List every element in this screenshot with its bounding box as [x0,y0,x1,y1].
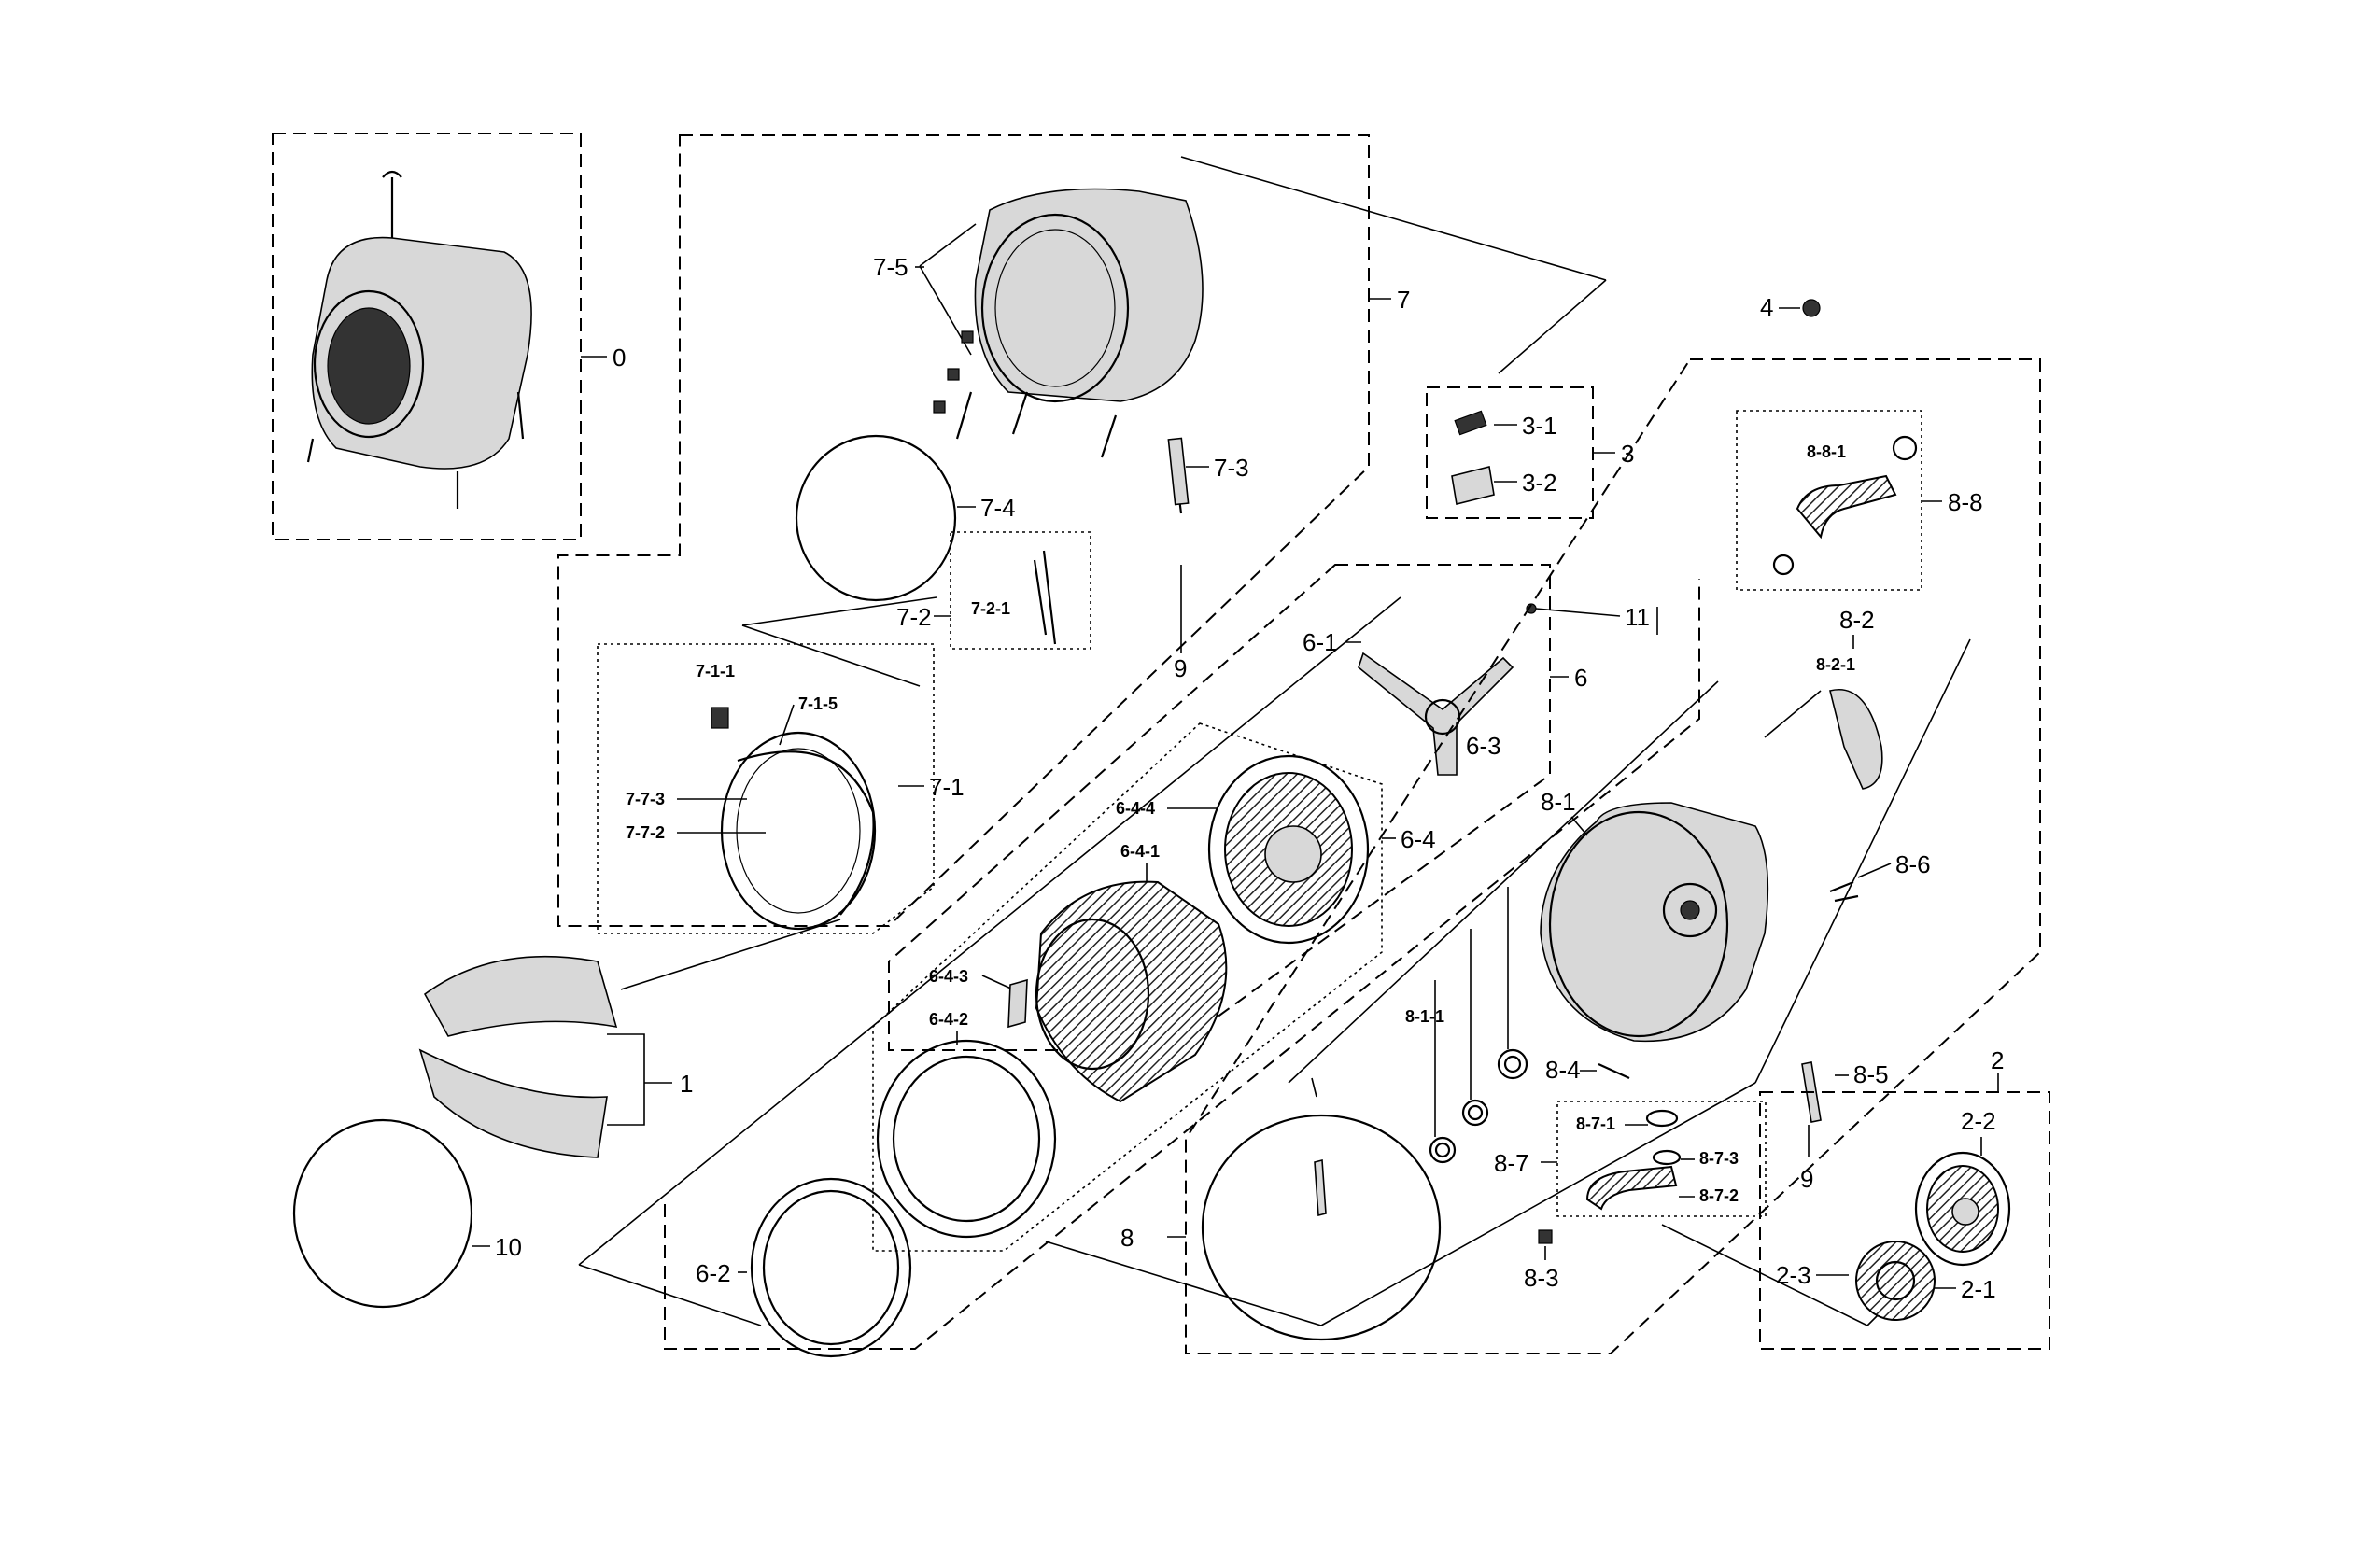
bolt-8-4-illustration [1598,1062,1630,1080]
label-7-2: 7-2 [896,603,932,631]
label-3-2: 3-2 [1522,469,1557,497]
label-2: 2 [1991,1046,2004,1074]
label-7-1-5: 7-1-5 [798,694,838,713]
damper-illustration [1167,437,1190,514]
group-8-rear-tub: 8 8-8 8-8-1 8-2 8-2-1 8-1 8-6 [1045,358,2041,1354]
group-0-assembly: 0 [272,133,626,540]
label-7-1-1: 7-1-1 [696,662,735,680]
label-8-2: 8-2 [1839,606,1875,634]
screw-4-illustration [1802,299,1821,317]
front-cover-illustration [720,731,877,931]
drum-front-ring-illustration [876,1039,1057,1239]
clamp-ring-illustration [292,1118,473,1309]
label-3-1: 3-1 [1522,412,1557,440]
label-11: 11 [1625,603,1650,631]
gasket-8-7-1-illustration [1645,1109,1679,1128]
label-8-1-1: 8-1-1 [1405,1007,1444,1026]
label-7-7-2: 7-7-2 [626,823,665,842]
rear-gasket-illustration [1201,1114,1442,1341]
label-7-1: 7-1 [929,773,965,801]
hose-clamp-illustration [1892,435,1918,461]
spider-illustration [1358,652,1514,776]
label-6-3: 6-3 [1466,732,1501,760]
stator-illustration [1855,1241,1936,1321]
label-2-3: 2-3 [1776,1261,1811,1289]
label-1: 1 [680,1070,693,1098]
label-8-4: 8-4 [1545,1056,1581,1084]
group-6-drum: 6 6-1 6-3 11 6-4 6-4-4 6-4-1 [696,564,1658,1358]
label-8-7-3: 8-7-3 [1699,1149,1739,1168]
label-10: 10 [495,1233,522,1261]
label-8-1: 8-1 [1541,788,1576,816]
label-6-1: 6-1 [1303,628,1338,656]
sensor-illustration [1829,880,1859,903]
label-8-6: 8-6 [1895,850,1931,878]
group-7-front-tub: 7 7-5 7-3 7-4 [557,134,1607,990]
group-3-hinge: 3 3-1 3-2 [1426,386,1634,519]
gasket-ring-7-4-illustration [795,434,957,602]
bolt-set-illustration [933,330,1118,458]
label-4: 4 [1760,293,1773,321]
label-8: 8 [1120,1224,1134,1252]
rotor-illustration [1914,1151,2011,1267]
label-8-3: 8-3 [1524,1264,1559,1292]
label-7-3: 7-3 [1214,454,1249,482]
bellows-hose-illustration [1585,1165,1678,1211]
drum-back-illustration [1207,754,1370,945]
label-9-lower: 9 [1800,1165,1813,1193]
label-6-4-1: 6-4-1 [1120,842,1160,861]
label-6-4-4: 6-4-4 [1116,799,1155,818]
upper-weight-illustration [423,955,618,1037]
hinge-part-illustration [1454,410,1487,436]
label-6-2: 6-2 [696,1259,731,1287]
seal-bearings-illustration [1429,1048,1528,1164]
label-7-5: 7-5 [873,253,908,281]
label-8-8: 8-8 [1948,488,1983,516]
sensor-wire-illustration [1033,550,1057,645]
label-6: 6 [1574,664,1587,692]
label-7: 7 [1397,286,1410,314]
tub-assembly-illustration [306,170,532,509]
label-3: 3 [1621,440,1634,468]
group-2-motor: 2 2-2 2-1 2-3 [1661,1046,2050,1350]
drum-cylinder-illustration [1035,880,1228,1103]
nut-8-3-illustration [1538,1229,1553,1244]
drain-hose-illustration [1796,474,1897,540]
hinge-plate-illustration [1451,466,1495,505]
label-8-7-1: 8-7-1 [1576,1115,1615,1133]
lower-weight-illustration [418,1048,608,1158]
label-8-7: 8-7 [1494,1149,1529,1177]
label-7-7-3: 7-7-3 [626,790,665,808]
label-7-2-1: 7-2-1 [971,599,1010,618]
rear-tub-illustration [1540,802,1769,1043]
clip-illustration [711,707,729,729]
group-1-balance-weights: 1 [418,955,693,1158]
label-6-4: 6-4 [1401,825,1436,853]
label-8-7-2: 8-7-2 [1699,1186,1739,1205]
label-8-5: 8-5 [1853,1060,1889,1088]
label-8-8-1: 8-8-1 [1807,442,1846,461]
label-2-1: 2-1 [1961,1275,1996,1303]
tub-back-bracket-illustration [1829,689,1883,790]
label-9-upper: 9 [1174,654,1187,682]
lifter-illustration [1007,978,1028,1029]
label-7-4: 7-4 [980,494,1016,522]
label-2-2: 2-2 [1961,1107,1996,1135]
balancer-ring-illustration [750,1177,912,1358]
front-tub-illustration [974,156,1607,403]
label-0: 0 [613,344,626,372]
label-6-4-2: 6-4-2 [929,1010,968,1029]
label-8-2-1: 8-2-1 [1816,655,1855,674]
